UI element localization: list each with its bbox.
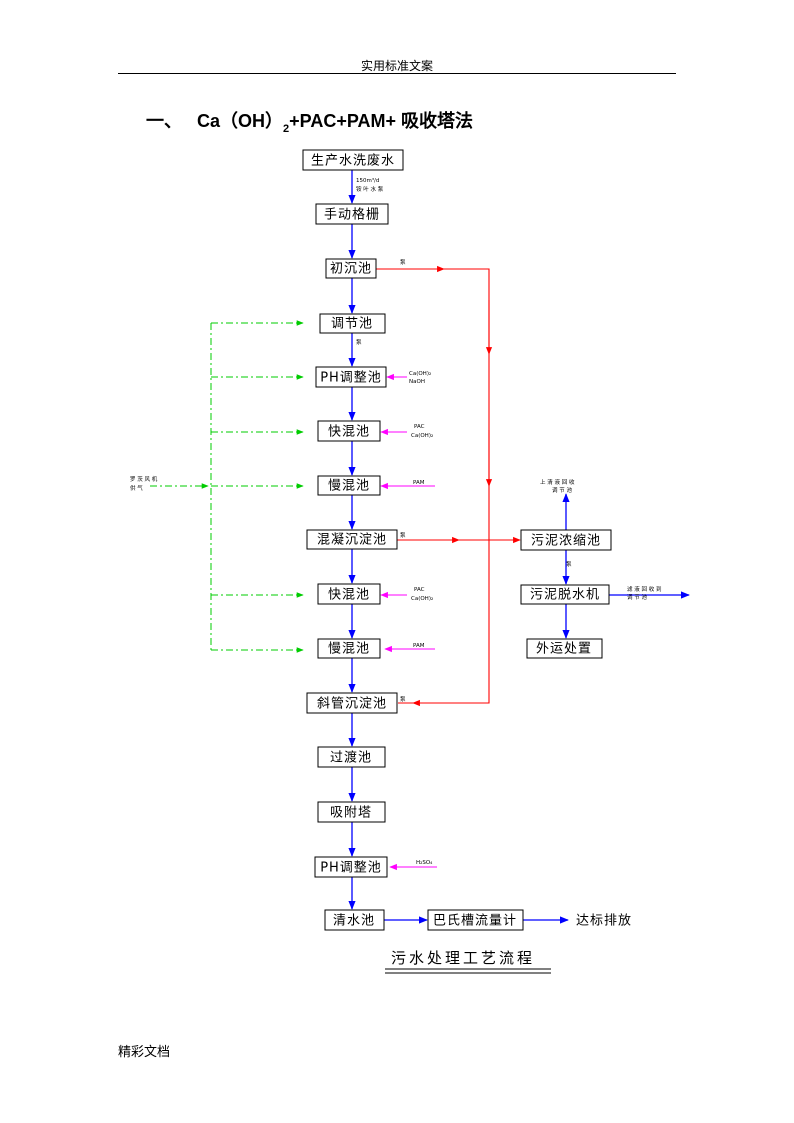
heading-formula-b: +PAC+PAM+ [289, 111, 397, 131]
box-tube-settler: 斜管沉淀池 [306, 692, 398, 714]
note-chem-pam-1: PAM [413, 480, 425, 486]
page-footer: 精彩文档 [118, 1045, 171, 1060]
box-label: 手动格栅 [324, 207, 380, 223]
section-heading: 一、 Ca（OH）2+PAC+PAM+ 吸收塔法 [146, 107, 473, 135]
note-pump-1: 泵 [400, 259, 406, 266]
box-ph-adjust-1: PH调整池 [315, 366, 387, 388]
note-chem-pam-2: PAM [413, 643, 425, 649]
sludge-lines [376, 265, 521, 707]
note-chem-pac-1: PAC [414, 424, 425, 430]
box-label: 污泥浓缩池 [531, 533, 601, 549]
main-flow-arrows [348, 170, 690, 924]
air-supply-lines [150, 320, 304, 653]
heading-prefix: 一、 [146, 111, 182, 131]
note-flow-rate: 150m³/d [356, 177, 379, 184]
box-clear-water: 清水池 [324, 909, 385, 931]
heading-formula-sub: 2 [283, 123, 290, 135]
note-chem-caoh-3: Ca(OH)₂ [411, 596, 433, 602]
box-label: 污泥脱水机 [530, 588, 600, 603]
box-label: 快混池 [328, 425, 370, 440]
box-label: 调节池 [331, 317, 373, 332]
box-label: PH调整池 [320, 861, 382, 876]
note-pump-5: 泵 [400, 696, 406, 703]
note-supernatant-dest: 调 节 池 [552, 486, 572, 494]
box-rapid-mix-1: 快混池 [317, 420, 381, 442]
box-label: PH调整池 [320, 371, 382, 386]
box-ph-adjust-2: PH调整池 [314, 856, 388, 878]
box-label: 斜管沉淀池 [317, 697, 387, 712]
dosing-arrows [380, 373, 437, 871]
box-slow-mix-2: 慢混池 [317, 638, 381, 659]
box-parshall-flume: 巴氏槽流量计 [427, 909, 524, 931]
box-label: 慢混池 [328, 478, 370, 494]
note-filtrate: 滤 液 回 收 到 [627, 585, 662, 593]
heading-method: 吸收塔法 [401, 111, 474, 131]
note-chem-pac-2: PAC [414, 587, 425, 593]
note-supernatant: 上 清 液 回 收 [540, 478, 575, 486]
label-discharge: 达标排放 [576, 914, 632, 929]
note-chem-caoh-2: Ca(OH)₂ [411, 433, 433, 439]
page-header: 实用标准文案 [360, 59, 433, 73]
box-label: 混凝沉淀池 [317, 532, 387, 548]
note-chem-caoh-1: Ca(OH)₂ [409, 371, 431, 377]
box-label: 达标排放 [576, 914, 632, 929]
box-label: 快混池 [328, 588, 370, 603]
heading-formula-a: Ca（OH） [197, 111, 284, 131]
note-blower: 罗 茨 风 机 [130, 475, 158, 483]
note-filtrate-dest: 调 节 池 [627, 593, 647, 601]
caption-text: 污水处理工艺流程 [391, 949, 535, 967]
diagram-caption: 污水处理工艺流程 [385, 949, 551, 974]
note-pump: 铵 叶 水 泵 [356, 185, 384, 193]
box-sludge-dewatering: 污泥脱水机 [520, 584, 610, 605]
note-chem-h2so4: H₂SO₄ [416, 860, 433, 866]
box-sludge-thickener: 污泥浓缩池 [520, 529, 612, 551]
note-chem-naoh: NaOH [409, 379, 425, 385]
note-air-supply: 供 气 [130, 484, 143, 492]
annotations: 150m³/d 铵 叶 水 泵 泵 泵 泵 泵 泵 Ca(OH)₂ NaOH P… [130, 177, 662, 866]
note-pump-3: 泵 [400, 532, 406, 539]
box-label: 过渡池 [330, 750, 372, 766]
box-raw-wastewater: 生产水洗废水 [302, 149, 404, 171]
box-label: 初沉池 [330, 262, 372, 277]
box-rapid-mix-2: 快混池 [317, 583, 381, 605]
box-label: 巴氏槽流量计 [433, 914, 517, 929]
box-offsite-disposal: 外运处置 [526, 638, 603, 659]
box-manual-screen: 手动格栅 [315, 203, 389, 225]
note-pump-4: 泵 [566, 561, 572, 568]
box-transition: 过渡池 [317, 746, 386, 768]
box-equalization: 调节池 [319, 313, 386, 334]
box-coag-settling: 混凝沉淀池 [306, 529, 398, 550]
box-label: 吸附塔 [330, 806, 372, 821]
box-label: 生产水洗废水 [311, 153, 395, 169]
header-rule [118, 73, 676, 74]
note-pump-2: 泵 [356, 339, 362, 346]
box-label: 慢混池 [328, 641, 370, 657]
box-label: 清水池 [333, 914, 375, 929]
box-slow-mix-1: 慢混池 [317, 475, 381, 496]
box-label: 外运处置 [536, 642, 592, 657]
box-adsorption-tower: 吸附塔 [317, 801, 386, 823]
box-primary-settling: 初沉池 [325, 258, 377, 279]
